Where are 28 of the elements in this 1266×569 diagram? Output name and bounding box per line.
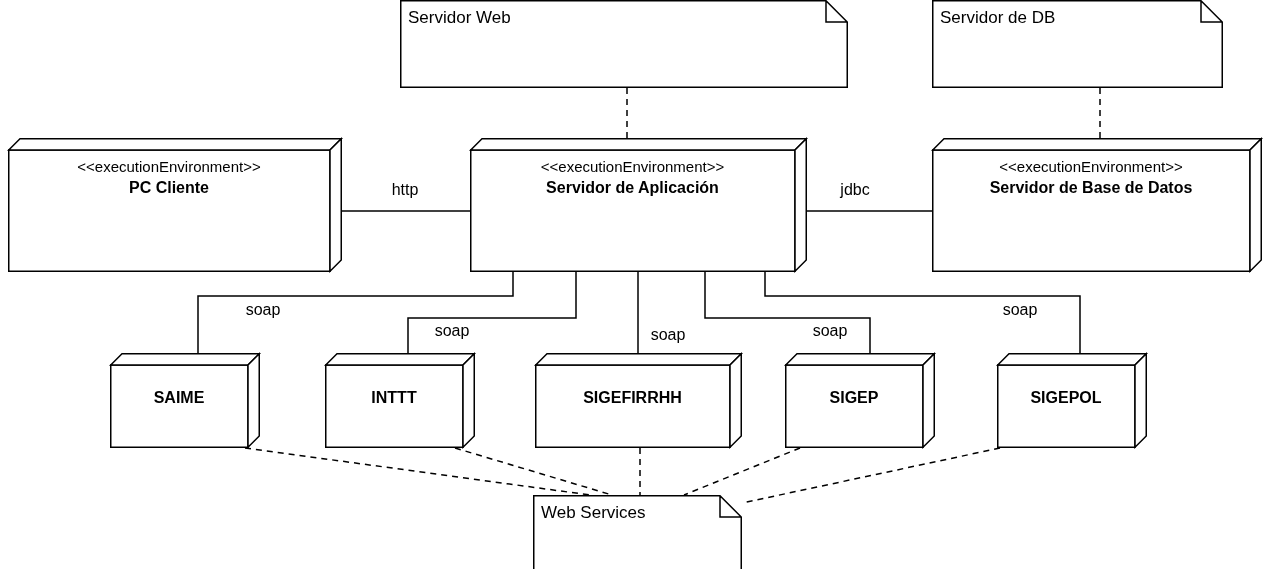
node-name: Servidor de Aplicación <box>546 179 719 197</box>
note-text: Servidor de DB <box>940 8 1056 27</box>
node-name: SIGEPOL <box>1030 389 1102 407</box>
node-name: Servidor de Base de Datos <box>989 179 1193 197</box>
connector-line <box>806 210 933 212</box>
connector-line <box>704 271 871 354</box>
note-text: Servidor Web <box>408 8 511 27</box>
connector-line <box>197 271 514 354</box>
dashed-line <box>1099 87 1101 139</box>
node-name: PC Cliente <box>129 179 209 197</box>
node-name: INTTT <box>371 389 417 407</box>
stereotype-label: <<executionEnvironment>> <box>77 158 261 175</box>
edge-label: jdbc <box>838 181 872 199</box>
dashed-line <box>244 447 591 496</box>
node-name: SIGEP <box>829 389 879 407</box>
stereotype-label: <<executionEnvironment>> <box>540 158 725 175</box>
node-name: SAIME <box>153 389 205 407</box>
connector-line <box>764 271 1081 354</box>
connector-line <box>407 271 577 354</box>
connector-line <box>341 210 471 212</box>
node-name: SIGEFIRRHH <box>583 389 682 407</box>
note-text: Web Services <box>541 503 646 522</box>
edge-label: http <box>389 181 421 199</box>
dashed-line <box>683 447 801 496</box>
dashed-line <box>626 87 628 139</box>
stereotype-label: <<executionEnvironment>> <box>999 158 1183 175</box>
connector-line <box>637 271 639 354</box>
dashed-line <box>639 447 641 496</box>
